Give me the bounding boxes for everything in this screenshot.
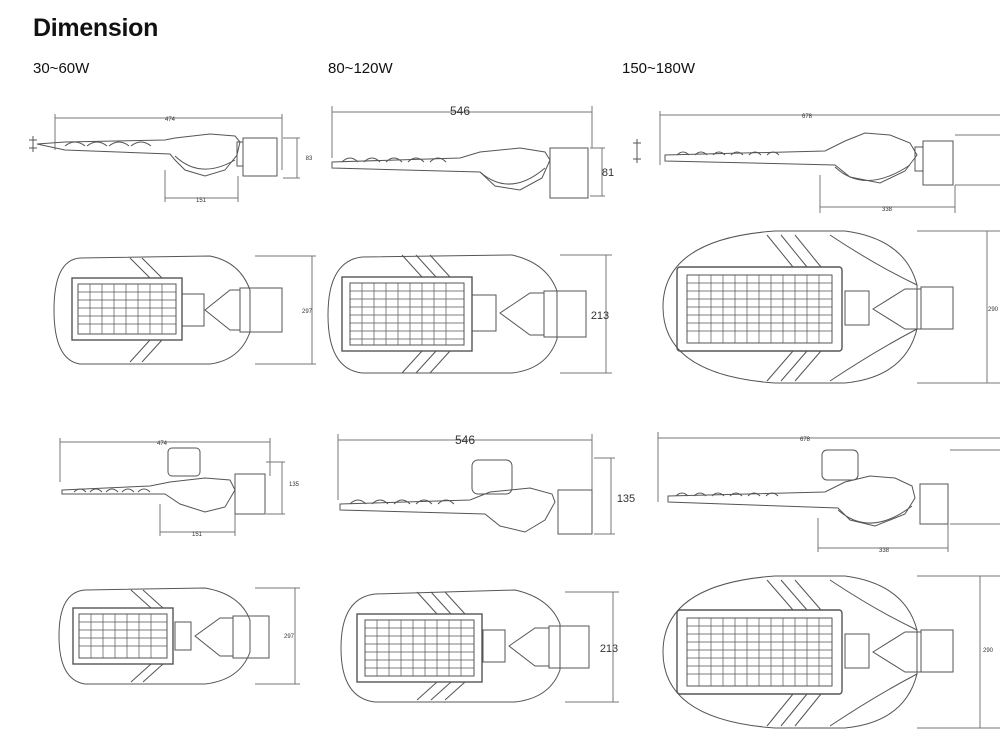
column-label-large: 150~180W	[622, 60, 695, 77]
side-view-medium-alt: 546 135	[330, 430, 635, 540]
top-view-large-alt: 290	[655, 570, 1000, 735]
dim-height-medium: 81	[602, 167, 614, 179]
dim-width-large-alt: 290	[983, 648, 994, 654]
dim-width-large: 290	[988, 307, 999, 313]
dim-height-medium-alt: 135	[617, 493, 635, 505]
top-view-medium-alt: 213	[335, 580, 635, 710]
side-view-small-alt: 474 135 151	[50, 432, 305, 542]
dim-length-small: 474	[165, 117, 176, 123]
side-view-large: 678 338	[625, 105, 1000, 215]
dim-offset-large: 338	[882, 207, 893, 213]
dim-offset-large-alt: 338	[879, 548, 890, 554]
side-view-large-alt: 678 338	[650, 428, 1000, 558]
dim-width-medium-alt: 213	[600, 643, 618, 655]
column-label-medium: 80~120W	[328, 60, 393, 77]
dim-length-large: 678	[802, 114, 813, 120]
dim-length-medium-alt: 546	[455, 433, 475, 447]
page-title: Dimension	[33, 14, 159, 42]
column-label-small: 30~60W	[33, 60, 90, 77]
dim-width-medium: 213	[591, 310, 609, 322]
dim-offset-small-alt: 151	[192, 532, 203, 538]
dim-height-small-alt: 135	[289, 482, 300, 488]
dim-height-small: 83	[306, 156, 313, 162]
dim-length-small-alt: 474	[157, 441, 168, 447]
dim-length-medium: 546	[450, 104, 470, 118]
top-view-small: 297	[50, 250, 320, 375]
dim-length-large-alt: 678	[800, 437, 811, 443]
dim-offset-small: 151	[196, 198, 207, 204]
side-view-medium: 546 81	[320, 98, 615, 208]
dim-width-small-alt: 297	[284, 634, 295, 640]
side-view-small: 474 83 151	[25, 110, 315, 210]
top-view-small-alt: 297	[55, 580, 320, 695]
top-view-medium: 213	[322, 245, 622, 385]
dim-width-small: 297	[302, 309, 313, 315]
top-view-large: 290	[655, 225, 1000, 390]
